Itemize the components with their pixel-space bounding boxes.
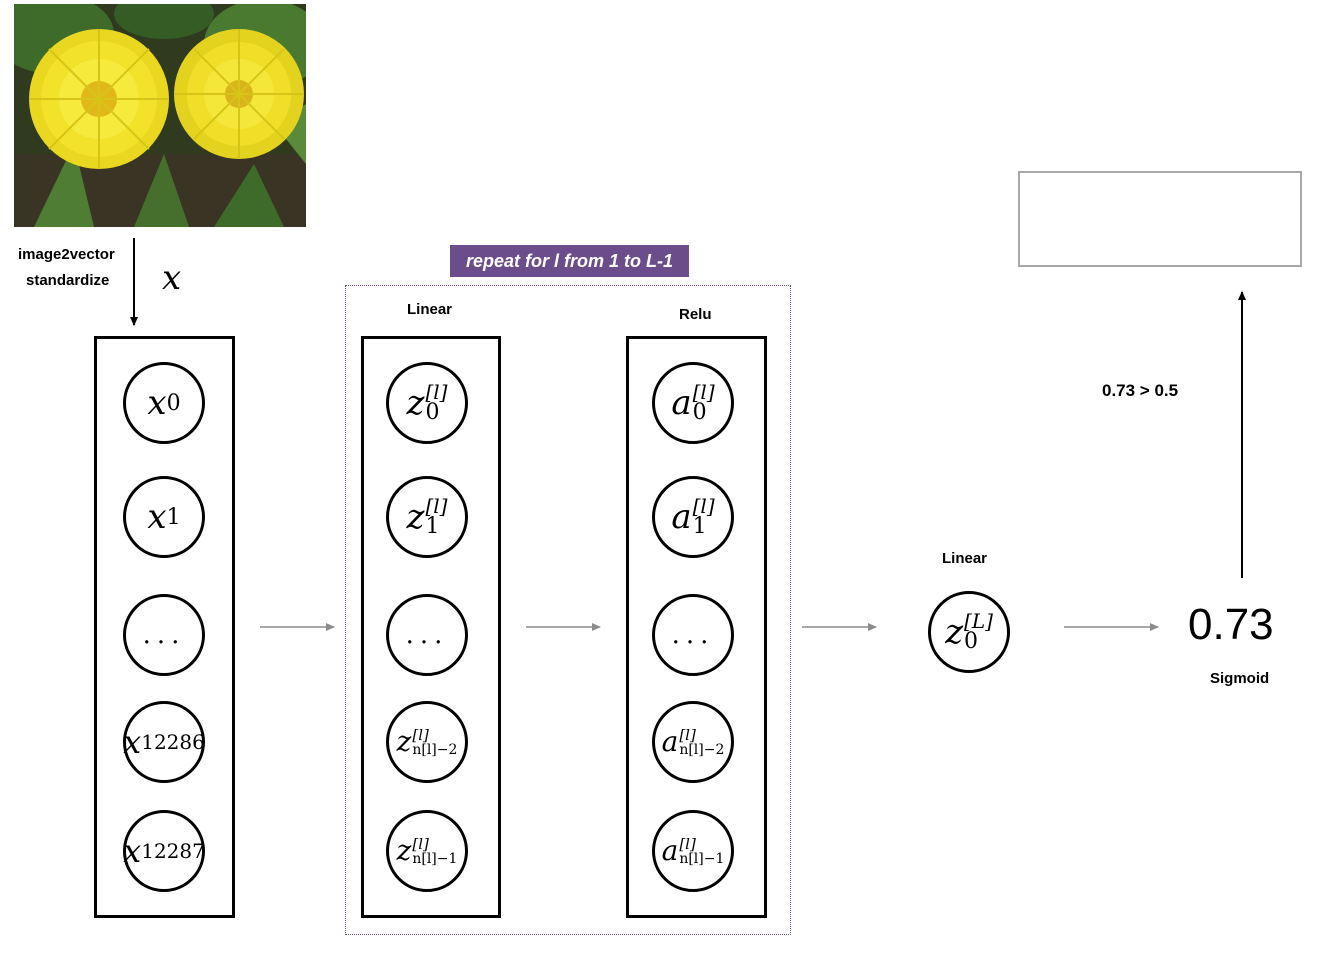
node-superscript: [l]	[425, 380, 448, 404]
node-subscript: 1	[692, 514, 707, 539]
node-subscript: 12286	[141, 730, 205, 754]
ellipsis: ...	[142, 620, 186, 650]
relu-4-node: a[l]n[l]−1	[652, 810, 734, 892]
ellipsis: ...	[671, 620, 715, 650]
linear-2-node: ...	[386, 594, 468, 676]
node-superscript: [l]	[412, 725, 429, 744]
linear-4-node: z[l]n[l]−1	[386, 810, 468, 892]
node-symbol: a	[671, 383, 692, 423]
input-vector-symbol: x	[162, 258, 182, 298]
node-subscript: 1	[425, 514, 440, 539]
node-symbol: z	[406, 497, 425, 537]
ellipsis: ...	[405, 620, 449, 650]
node-subscript: 0	[692, 400, 707, 425]
node-subscript: 12287	[141, 839, 205, 863]
node-subscript: n[l]−2	[679, 741, 725, 758]
node-subscript: 0	[166, 390, 181, 416]
node-subscript: 0	[425, 400, 440, 425]
prediction-result-box	[1018, 171, 1302, 267]
linear-3-node: z[l]n[l]−2	[386, 701, 468, 783]
node-symbol: x	[123, 832, 142, 870]
relu-2-node: ...	[652, 594, 734, 676]
node-subscript: 0	[964, 629, 979, 654]
relu-1-node: a[l]1	[652, 476, 734, 558]
node-symbol: a	[671, 497, 692, 537]
node-symbol: z	[396, 834, 412, 867]
node-superscript: [L]	[964, 609, 993, 633]
node-symbol: a	[661, 725, 679, 758]
relu-0-node: a[l]0	[652, 362, 734, 444]
node-symbol: x	[147, 383, 167, 423]
repeat-label: repeat for l from 1 to L-1	[450, 245, 689, 277]
output-linear-node: z[L]0	[928, 591, 1010, 673]
node-symbol: x	[123, 723, 142, 761]
repeat-block	[345, 285, 791, 935]
node-subscript: n[l]−1	[679, 850, 725, 867]
node-subscript: 1	[166, 504, 181, 530]
input-2-node: ...	[123, 594, 205, 676]
relu-3-node: a[l]n[l]−2	[652, 701, 734, 783]
node-superscript: [l]	[425, 494, 448, 518]
node-superscript: [l]	[692, 494, 715, 518]
image2vector-label: image2vector	[18, 246, 115, 263]
sigmoid-title: Sigmoid	[1210, 670, 1270, 687]
linear-1-node: z[l]1	[386, 476, 468, 558]
node-symbol: z	[406, 383, 425, 423]
node-symbol: a	[661, 834, 679, 867]
output-linear-title: Linear	[942, 550, 988, 567]
standardize-label: standardize	[26, 272, 110, 289]
relu-layer-title: Relu	[679, 306, 712, 323]
node-symbol: z	[396, 725, 412, 758]
linear-0-node: z[l]0	[386, 362, 468, 444]
node-superscript: [l]	[679, 834, 696, 853]
sigmoid-output-value: 0.73	[1188, 600, 1274, 649]
node-superscript: [l]	[679, 725, 696, 744]
node-superscript: [l]	[412, 834, 429, 853]
node-subscript: n[l]−1	[412, 850, 458, 867]
node-superscript: [l]	[692, 380, 715, 404]
node-symbol: x	[147, 497, 167, 537]
dandelion-photo	[14, 4, 306, 227]
linear-layer-title: Linear	[407, 301, 453, 318]
node-subscript: n[l]−2	[412, 741, 458, 758]
threshold-label: 0.73 > 0.5	[1102, 381, 1179, 400]
node-symbol: z	[945, 612, 964, 652]
